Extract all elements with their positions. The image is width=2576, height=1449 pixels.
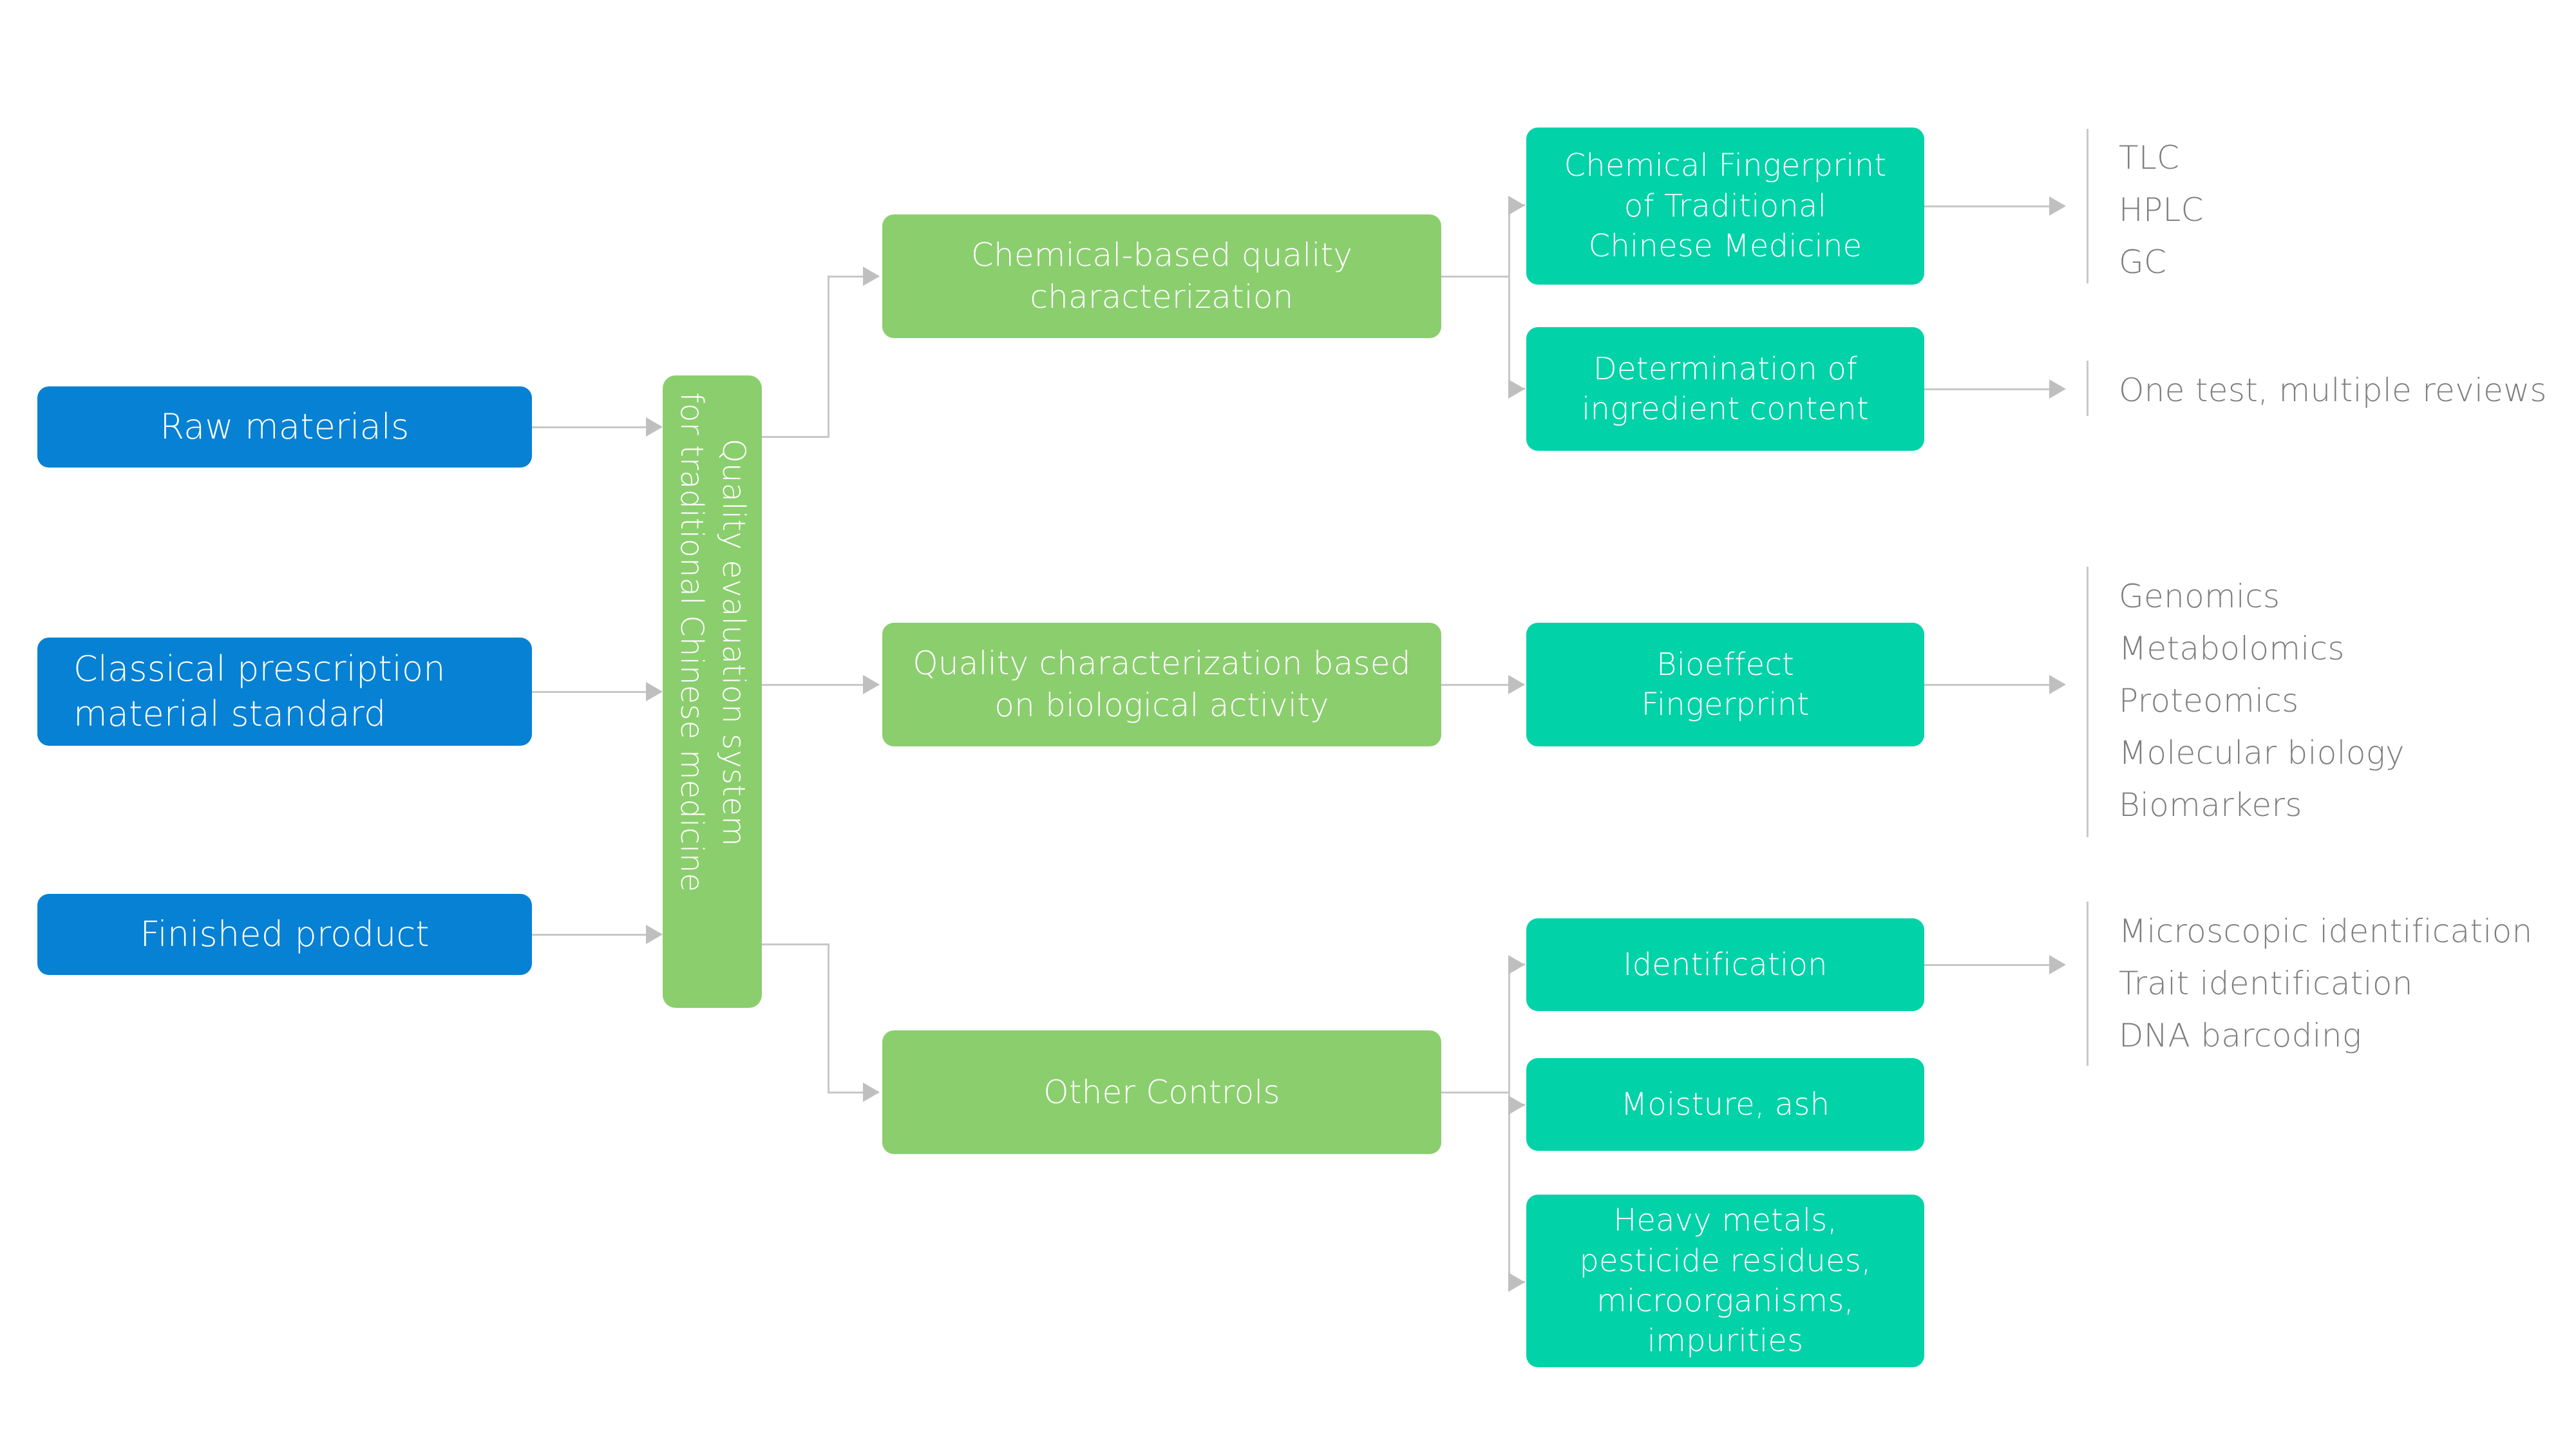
arrowhead-bioeffect-to-methods-icon (2049, 675, 2066, 694)
arrowhead-spine-to-biological-icon (863, 675, 880, 694)
node-chemical-based-quality-characterization[interactable]: Chemical-based quality characterization (882, 214, 1441, 338)
methods-ingredient-content: One test, multiple reviews (2119, 372, 2547, 409)
node-moisture-ash-label: Moisture, ash (1620, 1086, 1830, 1122)
arrowhead-finished-to-spine-icon (646, 925, 663, 944)
node-chemical-label: Chemical-based quality characterization (971, 236, 1353, 316)
divider-bioeffect-methods (2087, 567, 2088, 837)
node-finished-product[interactable]: Finished product (37, 894, 532, 975)
node-other-controls[interactable]: Other Controls (882, 1030, 1441, 1154)
node-spine-quality-evaluation-system[interactable]: Quality evaluation system for traditiona… (663, 375, 762, 1008)
arrowhead-identification-to-methods-icon (2049, 955, 2066, 974)
node-bioeffect-fingerprint[interactable]: Bioeffect Fingerprint (1526, 623, 1924, 746)
node-identification[interactable]: Identification (1526, 918, 1924, 1011)
node-bioeffect-label: Bioeffect Fingerprint (1641, 646, 1810, 723)
connector-determination-to-methods (1924, 388, 2050, 390)
connector-spine-to-chemical-v (828, 276, 829, 438)
node-determination-ingredient-content[interactable]: Determination of ingredient content (1526, 327, 1924, 451)
connector-classical-to-spine (532, 691, 647, 693)
node-classical-prescription[interactable]: Classical prescription material standard (37, 638, 532, 746)
arrowhead-biological-to-bioeffect-icon (1508, 675, 1525, 694)
node-spine-label: Quality evaluation system for traditiona… (674, 392, 752, 893)
node-heavy-metals-impurities[interactable]: Heavy metals, pesticide residues, microo… (1526, 1195, 1924, 1367)
node-biological-label: Quality characterization based on biolog… (913, 645, 1411, 724)
connector-spine-to-biological (762, 684, 878, 686)
node-finished-product-label: Finished product (140, 913, 430, 954)
arrowhead-spine-to-chemical-icon (863, 267, 880, 286)
connector-identification-to-methods (1924, 964, 2050, 966)
methods-bioeffect-fingerprint: Genomics Metabolomics Proteomics Molecul… (2119, 578, 2405, 824)
arrowhead-other-to-moisture-icon (1508, 1095, 1525, 1115)
arrowhead-chemical-to-determination-icon (1508, 379, 1525, 399)
node-identification-label: Identification (1623, 946, 1828, 983)
connector-bioeffect-to-methods (1924, 684, 2050, 686)
methods-chemical-fingerprint: TLC HPLC GC (2119, 139, 2204, 281)
node-classical-prescription-label: Classical prescription material standard (73, 648, 446, 734)
node-raw-materials-label: Raw materials (160, 406, 410, 447)
methods-identification: Microscopic identification Trait identif… (2119, 913, 2533, 1054)
connector-spine-to-chemical-h2 (828, 276, 878, 278)
arrowhead-other-to-identification-icon (1508, 955, 1525, 974)
node-heavy-metals-label: Heavy metals, pesticide residues, microo… (1579, 1202, 1871, 1359)
arrowhead-determination-to-methods-icon (2049, 379, 2066, 399)
connector-raw-to-spine (532, 426, 647, 428)
connector-biological-to-bioeffect (1441, 684, 1524, 686)
arrowhead-raw-to-spine-icon (646, 417, 663, 437)
connector-spine-to-other-h2 (828, 1092, 878, 1094)
node-determination-label: Determination of ingredient content (1582, 350, 1869, 427)
connector-finished-to-spine (532, 934, 647, 936)
node-other-controls-label: Other Controls (1043, 1073, 1280, 1111)
connector-spine-to-other-h1 (762, 943, 829, 945)
node-chemical-fingerprint-label: Chemical Fingerprint of Traditional Chin… (1564, 147, 1887, 265)
node-moisture-ash[interactable]: Moisture, ash (1526, 1058, 1924, 1151)
arrowhead-classical-to-spine-icon (646, 682, 663, 701)
arrowhead-spine-to-other-icon (863, 1083, 880, 1102)
connector-other-stem (1441, 1092, 1510, 1094)
divider-chemical-fingerprint-methods (2087, 129, 2088, 283)
connector-spine-to-other-v (828, 943, 829, 1094)
node-chemical-fingerprint-tcm[interactable]: Chemical Fingerprint of Traditional Chin… (1526, 128, 1924, 285)
divider-identification-methods (2087, 902, 2088, 1066)
connector-chemical-stem (1441, 276, 1510, 278)
divider-ingredient-content-methods (2087, 361, 2088, 416)
arrowhead-fingerprint-to-methods-icon (2049, 196, 2066, 216)
connector-spine-to-chemical-h1 (762, 436, 829, 438)
node-raw-materials[interactable]: Raw materials (37, 386, 532, 468)
arrowhead-other-to-heavy-metals-icon (1508, 1273, 1525, 1292)
connector-chemical-bus (1508, 205, 1510, 389)
connector-other-bus (1508, 964, 1510, 1283)
arrowhead-chemical-to-fingerprint-icon (1508, 196, 1525, 215)
node-biological-activity-characterization[interactable]: Quality characterization based on biolog… (882, 623, 1441, 746)
connector-fingerprint-to-methods (1924, 205, 2050, 207)
